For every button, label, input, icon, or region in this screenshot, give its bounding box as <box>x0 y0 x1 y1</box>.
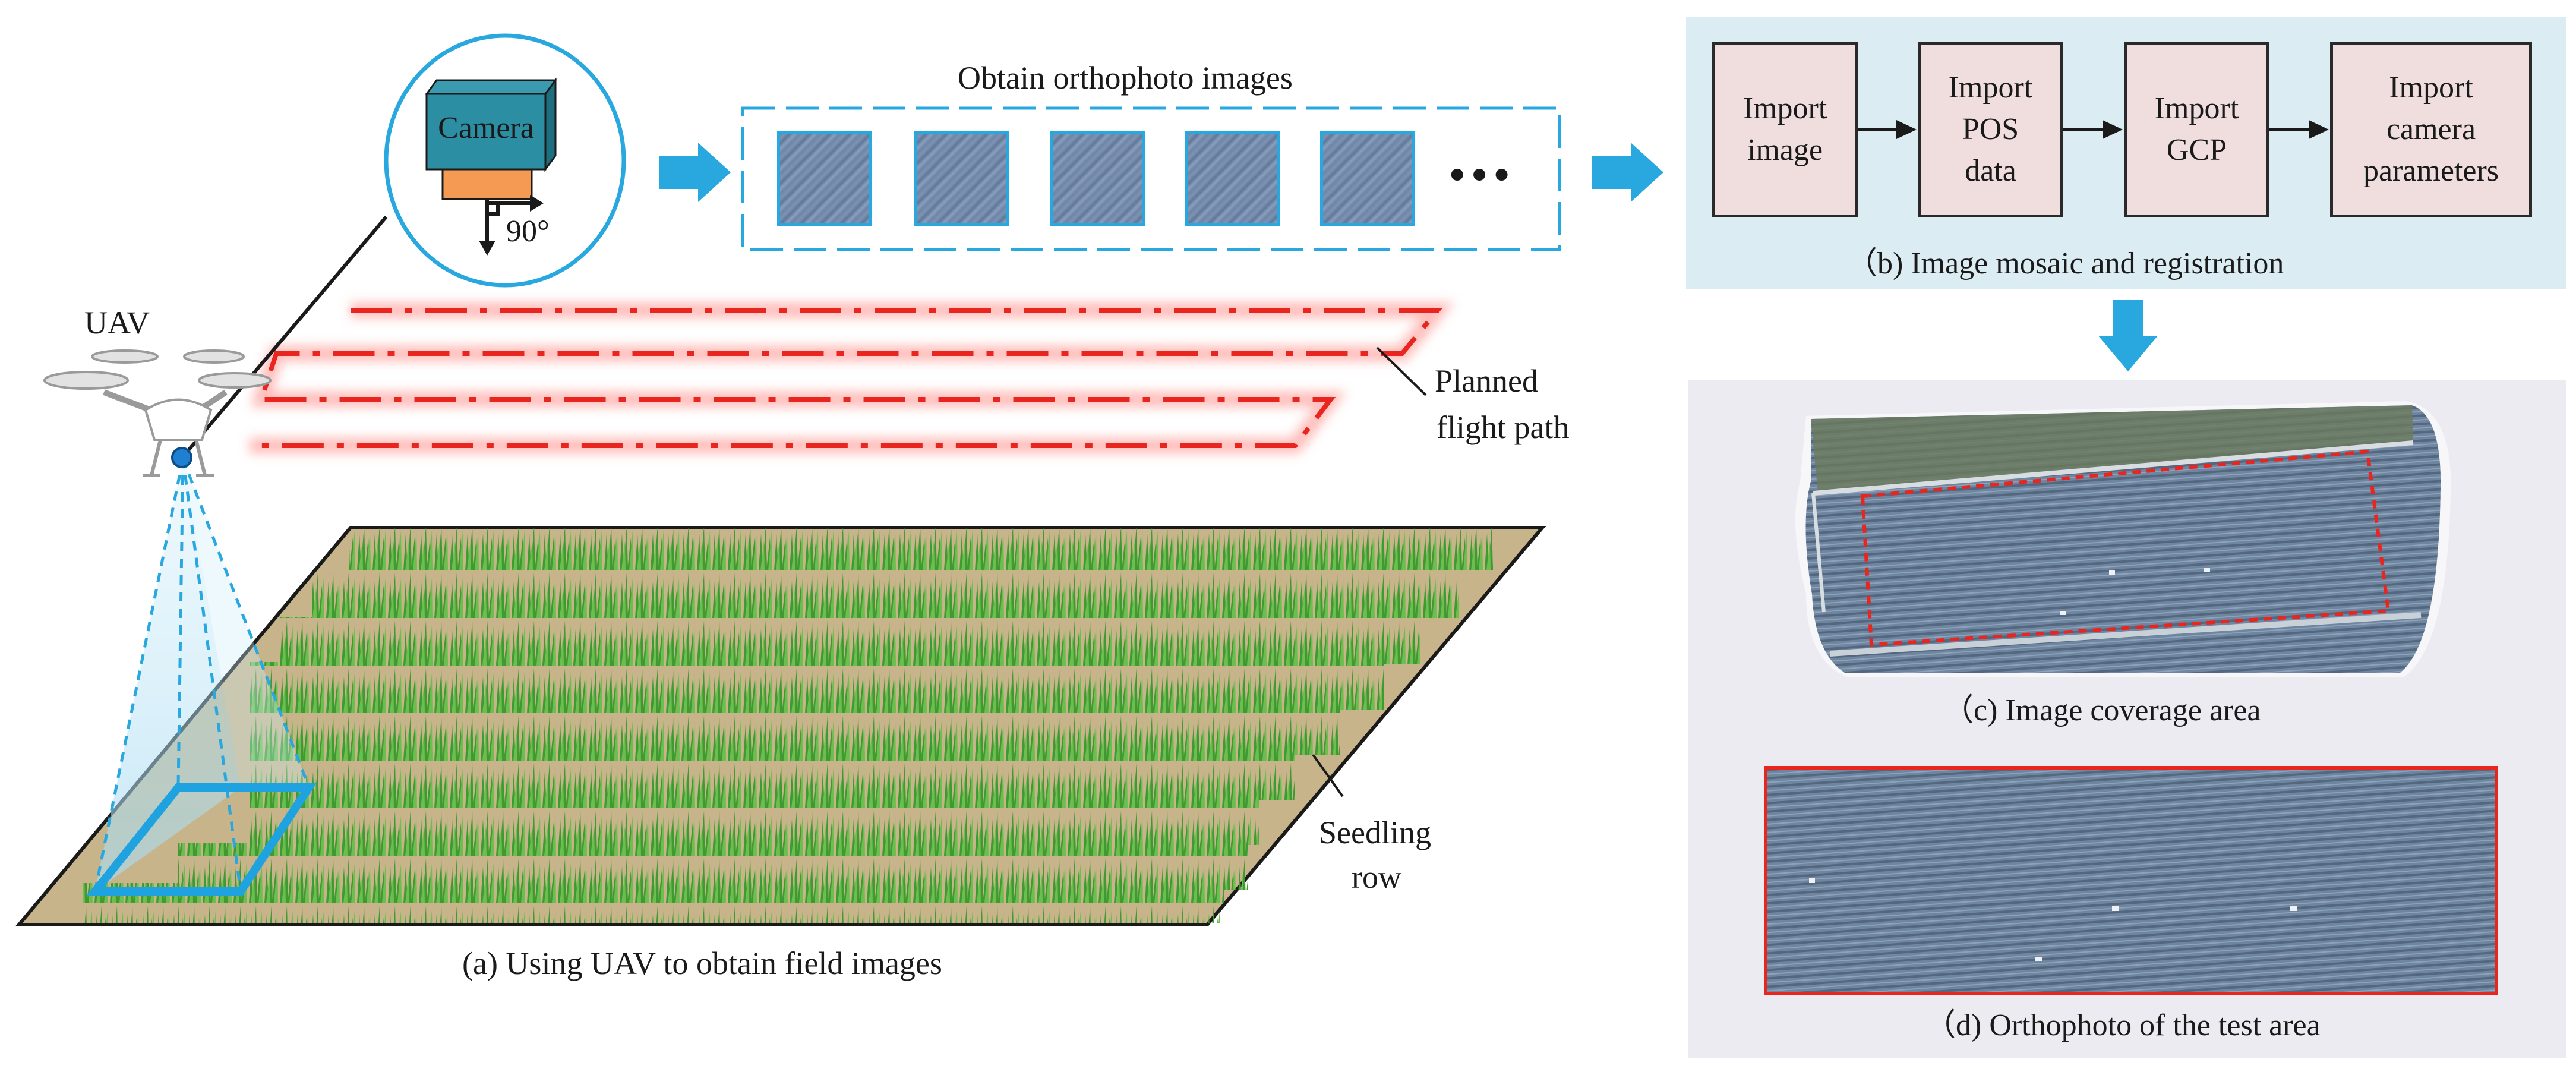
flight-path-label-line1: Planned <box>1435 363 1538 399</box>
step-import-image: Import image <box>1712 42 1858 217</box>
seedling-label-line1: Seedling <box>1319 815 1431 850</box>
uav-label: UAV <box>84 305 150 341</box>
step-import-gcp: Import GCP <box>2124 42 2269 217</box>
angle-indicator <box>485 199 538 247</box>
orthophoto-title: Obtain orthophoto images <box>958 60 1293 96</box>
right-arrow-icon <box>659 143 731 202</box>
caption-b: （b) Image mosaic and registration <box>1846 247 2284 280</box>
step-import-camera-parameters: Import camera parameters <box>2330 42 2532 217</box>
orthophoto-thumbnail <box>1050 131 1145 226</box>
orthophoto-thumbnail <box>1320 131 1415 226</box>
flight-path-label-line2: flight path <box>1437 409 1570 445</box>
uav-camera-icon <box>171 447 192 468</box>
caption-d: （d) Orthophoto of the test area <box>1925 1008 2321 1042</box>
seedling-rows <box>83 528 1493 923</box>
angle-label: 90° <box>506 215 550 248</box>
caption-c: （c) Image coverage area <box>1943 693 2261 727</box>
camera-footprint <box>86 783 317 896</box>
camera-icon <box>425 77 557 200</box>
seedling-label-line2: row <box>1352 859 1401 895</box>
right-arrow-icon <box>1592 143 1663 202</box>
step-import-pos-data: Import POS data <box>1918 42 2063 217</box>
caption-a: (a) Using UAV to obtain field images <box>462 945 942 981</box>
orthophoto-dashed-box <box>741 106 1561 251</box>
uav-icon <box>43 349 272 477</box>
orthophoto-thumbnail <box>914 131 1009 226</box>
camera-label: Camera <box>438 111 534 145</box>
down-arrow-icon <box>2098 300 2158 371</box>
ellipsis: ••• <box>1448 147 1516 203</box>
orthophoto-thumbnail <box>777 131 872 226</box>
orthophoto-thumbnail <box>1185 131 1280 226</box>
planned-flight-path <box>250 302 1454 453</box>
